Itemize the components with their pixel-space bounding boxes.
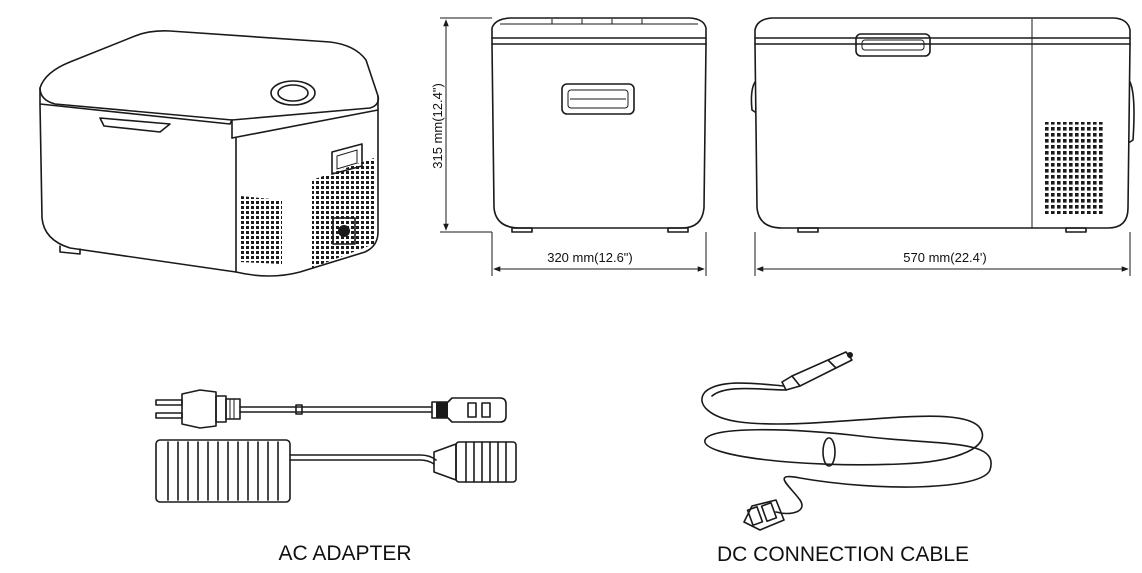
front-view-vent-grille	[1044, 122, 1104, 214]
front-view-body	[754, 43, 1131, 229]
front-view-lid-handle	[855, 33, 931, 57]
length-dimension: 570 mm(22.4')	[754, 232, 1131, 276]
body-front	[39, 103, 237, 273]
side-view-lid	[491, 17, 707, 45]
cooler-front-view	[750, 17, 1135, 233]
front-vent-grille	[240, 196, 282, 264]
side-view-handle	[561, 83, 635, 115]
lid-top	[39, 30, 380, 121]
height-dimension: 315 mm(12.4")	[430, 17, 492, 233]
cooler-side-view	[491, 17, 707, 233]
width-label: 320 mm(12.6")	[547, 250, 633, 265]
front-view-lid	[754, 17, 1131, 45]
plug-prong-top	[155, 399, 183, 406]
length-label: 570 mm(22.4')	[903, 250, 986, 265]
cigarette-socket-barrel	[455, 441, 517, 483]
lid-front-band	[39, 87, 233, 125]
ac-adapter-caption: AC ADAPTER	[278, 542, 411, 565]
dc-connector	[743, 499, 785, 531]
dc-cable-tie	[822, 437, 836, 467]
body-side	[235, 109, 379, 277]
side-vent-grille	[312, 158, 374, 268]
width-dimension: 320 mm(12.6")	[491, 232, 707, 276]
ac-cord	[239, 406, 433, 413]
dc-cigarette-plug	[791, 359, 837, 387]
lid-handle-recess	[99, 117, 171, 133]
ac-adapter	[155, 389, 517, 503]
plug-prong-bottom	[155, 412, 183, 419]
dc-cable	[701, 351, 992, 531]
power-socket	[332, 217, 356, 245]
height-label: 315 mm(12.4")	[430, 83, 445, 169]
ac-plug-body	[181, 389, 217, 429]
control-knob	[270, 80, 316, 106]
dc-cable-coil	[701, 382, 992, 515]
dc-cable-caption: DC CONNECTION CABLE	[717, 543, 969, 566]
cooler-perspective-view	[39, 30, 380, 277]
ac-connector	[431, 397, 507, 423]
adapter-brick-ribs	[167, 441, 279, 501]
cigarette-socket	[433, 443, 457, 481]
adapter-brick	[155, 439, 291, 503]
side-view-body	[491, 43, 707, 229]
